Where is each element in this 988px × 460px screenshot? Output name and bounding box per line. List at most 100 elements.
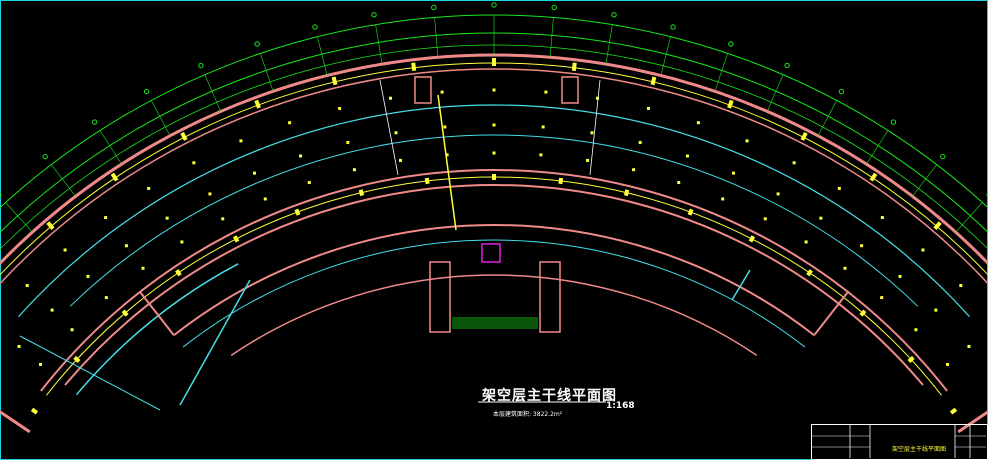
title-block xyxy=(811,424,988,460)
end-wall-right xyxy=(957,409,988,434)
light-fixture xyxy=(745,139,749,143)
column xyxy=(933,221,942,230)
axis-bubble xyxy=(0,192,2,198)
light-fixture xyxy=(307,181,311,185)
light-fixture xyxy=(763,217,767,221)
courtyard-inner-wall xyxy=(230,274,758,356)
panel-room-left xyxy=(414,76,432,104)
ramp-line xyxy=(19,335,161,411)
courtyard-wall xyxy=(173,224,815,337)
light-fixture xyxy=(967,344,971,348)
light-fixture xyxy=(299,154,303,158)
axis-ring-outer xyxy=(0,14,988,209)
light-fixture xyxy=(192,161,196,165)
column xyxy=(558,177,564,185)
light-fixture xyxy=(837,186,841,190)
light-fixture xyxy=(732,171,736,175)
axis-line xyxy=(866,130,889,165)
light-fixture xyxy=(959,284,963,288)
axis-bubble xyxy=(986,192,988,198)
axis-line xyxy=(660,36,671,76)
axis-line xyxy=(51,164,76,197)
axis-line xyxy=(767,74,784,112)
column xyxy=(859,309,867,317)
corridor-beam xyxy=(46,176,942,396)
column xyxy=(175,269,182,277)
light-fixture xyxy=(539,153,543,157)
light-fixture xyxy=(338,106,342,110)
stair-wall-right xyxy=(813,291,849,336)
column xyxy=(110,172,119,182)
light-fixture xyxy=(595,96,599,100)
light-fixture xyxy=(104,216,108,220)
light-fixture xyxy=(860,244,864,248)
axis-bubble xyxy=(371,12,377,18)
feeder-branch xyxy=(589,79,601,176)
column xyxy=(571,62,577,71)
column xyxy=(411,62,417,71)
column xyxy=(806,269,813,277)
light-fixture xyxy=(541,125,545,129)
column xyxy=(424,177,430,185)
light-fixture xyxy=(792,161,796,165)
column xyxy=(727,99,734,109)
light-fixture xyxy=(638,140,642,144)
axis-line xyxy=(204,74,221,112)
axis-line xyxy=(434,17,439,58)
cable-trunk-left xyxy=(75,263,239,396)
axis-bubble xyxy=(431,4,437,11)
light-fixture xyxy=(632,168,636,172)
light-fixture xyxy=(945,362,949,366)
ramp-line xyxy=(731,269,751,301)
light-fixture xyxy=(25,284,29,288)
light-fixture xyxy=(819,216,823,220)
axis-bubble xyxy=(254,41,260,47)
axis-bubble xyxy=(728,41,734,47)
light-fixture xyxy=(646,106,650,110)
axis-bubble xyxy=(91,119,98,125)
column xyxy=(869,172,878,182)
column xyxy=(650,76,657,86)
column xyxy=(331,76,338,86)
light-fixture xyxy=(124,244,128,248)
light-fixture xyxy=(165,216,169,220)
axis-line xyxy=(605,24,613,65)
light-fixture xyxy=(141,266,145,270)
axis-line xyxy=(912,164,937,197)
outer-beam-line xyxy=(0,62,988,276)
area-note: 本层建筑面积: 3822.2m² xyxy=(493,411,563,418)
light-fixture xyxy=(17,344,21,348)
electrical-shaft xyxy=(481,243,501,263)
light-fixture xyxy=(586,158,590,162)
outer-wall xyxy=(0,53,988,266)
light-fixture xyxy=(239,139,243,143)
cable-trunk-mid xyxy=(69,134,919,307)
column xyxy=(907,355,915,363)
light-fixture xyxy=(843,266,847,270)
axis-bubble xyxy=(42,153,48,160)
light-fixture xyxy=(492,123,496,127)
light-fixture xyxy=(288,121,292,125)
axis-bubble xyxy=(312,24,318,30)
axis-line xyxy=(714,53,728,92)
axis-bubble xyxy=(198,62,204,69)
light-fixture xyxy=(696,121,700,125)
column xyxy=(294,208,301,216)
light-fixture xyxy=(208,192,212,196)
light-fixture xyxy=(685,154,689,158)
column xyxy=(254,99,261,109)
light-fixture xyxy=(914,328,918,332)
column xyxy=(748,235,756,243)
column xyxy=(121,309,129,317)
axis-bubble xyxy=(784,62,790,69)
light-fixture xyxy=(346,140,350,144)
light-fixture xyxy=(804,240,808,244)
axis-line xyxy=(151,100,171,136)
column xyxy=(46,221,55,230)
column xyxy=(623,189,630,197)
light-fixture xyxy=(934,308,938,312)
stair-right xyxy=(539,261,561,333)
light-fixture xyxy=(63,248,67,252)
light-fixture xyxy=(39,362,43,366)
light-fixture xyxy=(443,125,447,129)
